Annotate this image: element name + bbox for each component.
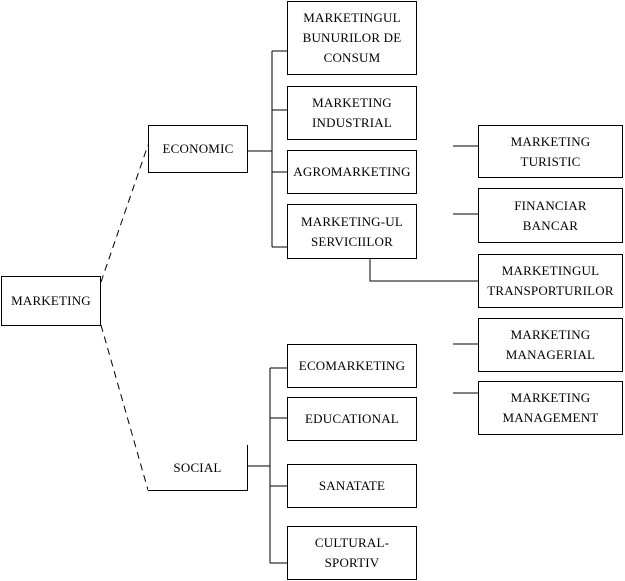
connector-root-social <box>100 324 149 491</box>
social-box: SOCIAL <box>148 445 248 491</box>
ecomarketing-box: ECOMARKETING <box>287 344 417 388</box>
servicii-label: MARKETING-UL SERVICIILOR <box>300 213 404 249</box>
economic-label: ECONOMIC <box>162 141 234 156</box>
sanatate-label: SANATATE <box>318 478 386 493</box>
industrial-label: MARKETING INDUSTRIAL <box>312 95 392 130</box>
agromarketing-box: AGROMARKETING <box>287 150 417 194</box>
cultural-sportiv-label: CULTURAL- SPORTIV <box>314 535 390 570</box>
servicii-box: MARKETING-UL SERVICIILOR <box>287 204 417 259</box>
management-label: MARKETING MANAGEMENT <box>502 390 599 425</box>
industrial-box: MARKETING INDUSTRIAL <box>287 86 417 140</box>
financiar-bancar-box: FINANCIAR BANCAR <box>478 188 623 243</box>
root-marketing-box: MARKETING <box>1 276 101 326</box>
turistic-label: MARKETING TURISTIC <box>510 133 591 169</box>
sanatate-box: SANATATE <box>287 464 417 508</box>
educational-label: EDUCATIONAL <box>305 411 399 426</box>
connector-services-transport <box>369 259 478 282</box>
financiar-bancar-label: FINANCIAR BANCAR <box>514 197 587 233</box>
bunuri-consum-label: MARKETINGUL BUNURILOR DE CONSUM <box>302 10 402 65</box>
transporturi-box: MARKETINGUL TRANSPORTURILOR <box>478 254 623 308</box>
managerial-label: MARKETING MANAGERIAL <box>505 327 596 362</box>
educational-box: EDUCATIONAL <box>287 397 417 441</box>
turistic-box: MARKETING TURISTIC <box>478 125 623 178</box>
bunuri-consum-box: MARKETINGUL BUNURILOR DE CONSUM <box>287 1 417 75</box>
transporturi-label: MARKETINGUL TRANSPORTURILOR <box>487 263 614 298</box>
cultural-sportiv-box: CULTURAL- SPORTIV <box>287 526 417 580</box>
ecomarketing-label: ECOMARKETING <box>298 358 406 373</box>
root-marketing-label: MARKETING <box>11 293 91 308</box>
management-box: MARKETING MANAGEMENT <box>478 381 623 435</box>
managerial-box: MARKETING MANAGERIAL <box>478 318 623 372</box>
economic-box: ECONOMIC <box>148 125 248 173</box>
social-label: SOCIAL <box>173 459 222 475</box>
agromarketing-label: AGROMARKETING <box>293 164 411 179</box>
connector-root-economic <box>100 144 149 283</box>
